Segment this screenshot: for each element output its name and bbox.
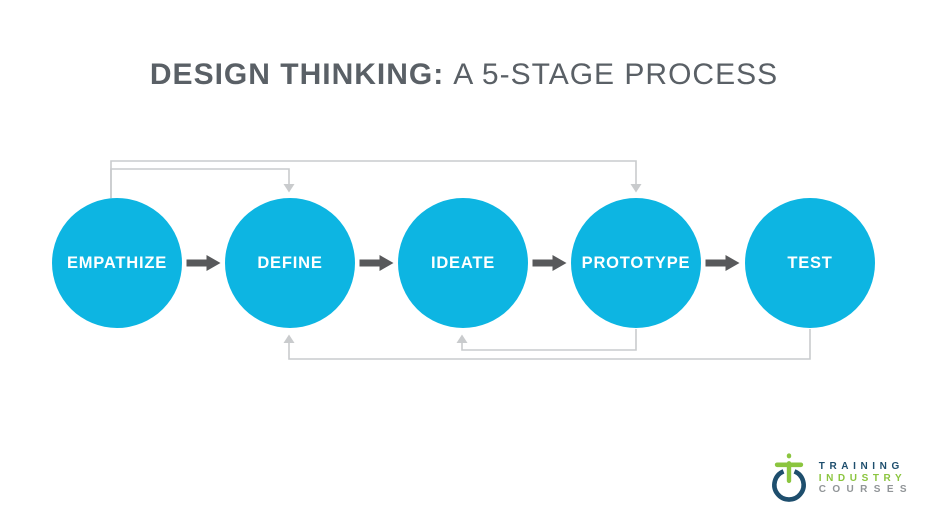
stage-label-test: TEST [787, 253, 833, 272]
stage-label-define: DEFINE [257, 253, 323, 272]
flow-arrow-define-ideate-icon [359, 255, 394, 271]
page-title: DESIGN THINKING:A 5-STAGE PROCESS [0, 58, 928, 92]
title-rest: A 5-STAGE PROCESS [453, 58, 779, 91]
stage-circle-ideate: IDEATE [398, 198, 528, 328]
stage-label-empathize: EMPATHIZE [66, 253, 168, 272]
flow-arrow-prototype-test-icon [705, 255, 740, 271]
stage-circle-prototype: PROTOTYPE [571, 198, 701, 328]
training-industry-logo-icon [771, 453, 806, 502]
logo-wordmark: TRAINING INDUSTRY COURSES [819, 461, 913, 496]
flow-arrow-empathize-define-icon [186, 255, 221, 271]
logo-line-training: TRAINING [818, 461, 904, 473]
training-industry-logo: TRAINING INDUSTRY COURSES [767, 452, 913, 505]
stage-label-ideate: IDEATE [430, 253, 496, 272]
feedback-arrow-empathize-to-prototype [110, 160, 642, 198]
stage-circle-empathize: EMPATHIZE [52, 198, 182, 328]
feedback-arrow-empathize-to-define [110, 168, 295, 198]
title-emphasis: DESIGN THINKING: [149, 58, 445, 91]
feedback-arrow-test-to-define [283, 329, 811, 360]
stage-label-prototype: PROTOTYPE [581, 253, 691, 272]
stage-circle-define: DEFINE [225, 198, 355, 328]
logo-line-industry: INDUSTRY [818, 472, 907, 484]
flow-arrow-ideate-prototype-icon [532, 255, 567, 271]
feedback-arrow-prototype-to-ideate [456, 329, 637, 351]
logo-line-courses: COURSES [818, 484, 913, 496]
stage-circle-test: TEST [745, 198, 875, 328]
